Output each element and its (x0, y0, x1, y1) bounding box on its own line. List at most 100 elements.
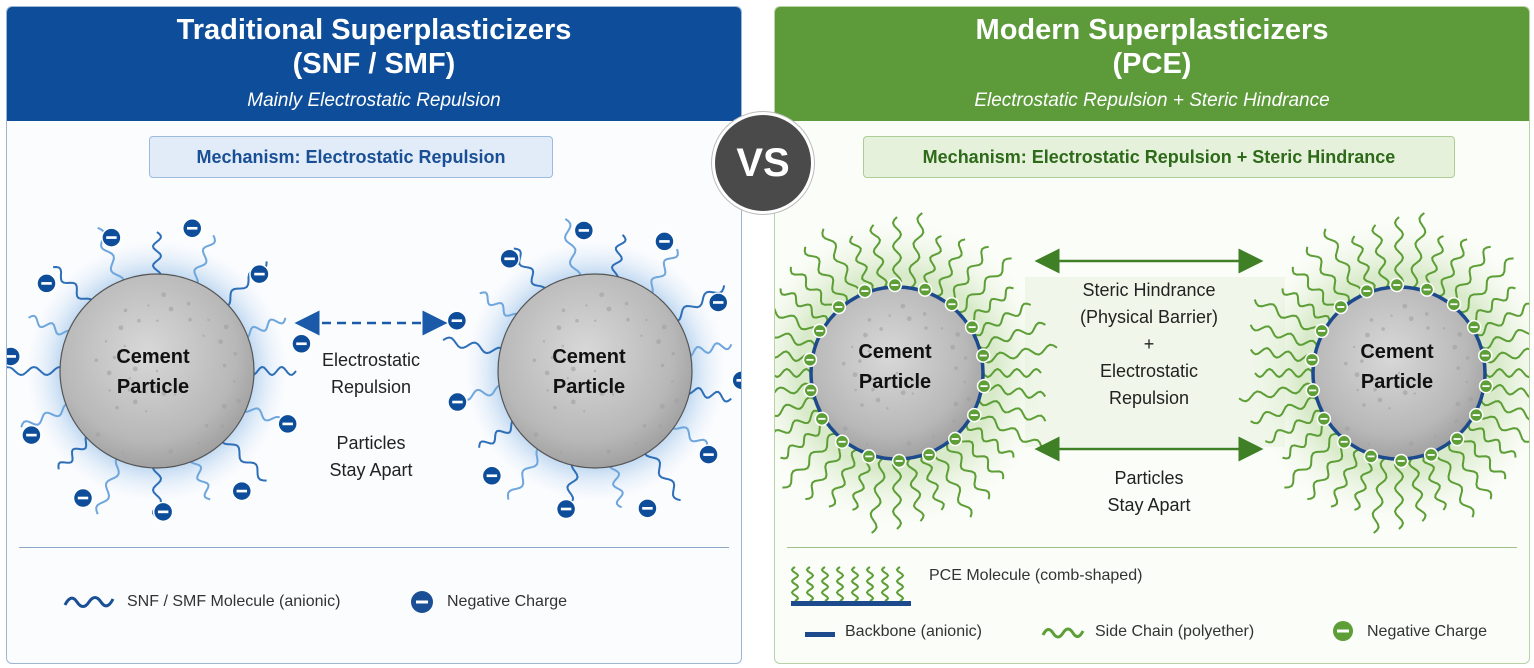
particle-texture (575, 318, 579, 323)
side-chain (982, 367, 1042, 379)
snf-molecule-chain (683, 386, 732, 403)
particle-texture (546, 389, 549, 392)
particle-texture (940, 327, 944, 330)
particle-texture (156, 319, 159, 322)
side-chain (1249, 347, 1315, 363)
cement-word: Cement (116, 346, 190, 368)
side-chain (891, 458, 903, 530)
negative-charge-icon (976, 378, 992, 394)
particle-texture (953, 401, 959, 407)
side-chain (1291, 266, 1340, 313)
negative-charge-icon (1393, 453, 1409, 469)
side-chain (920, 454, 945, 511)
particle-texture (1344, 426, 1350, 432)
particle-texture (1343, 361, 1348, 366)
particles-stay-apart-label: Particles Stay Apart (291, 430, 451, 484)
particle-texture (911, 392, 914, 395)
particle-texture (645, 318, 648, 322)
negative-charge-icon (1314, 323, 1329, 339)
negative-charge-icon (857, 283, 873, 299)
negative-charge-icon (637, 498, 658, 519)
snf-molecule-chain (608, 459, 624, 509)
side-chain (1437, 238, 1468, 298)
particle-texture (671, 380, 674, 383)
side-chain (869, 224, 888, 289)
legend-pce-molecule: PCE Molecule (comb-shaped) (929, 567, 1143, 584)
side-chain (891, 216, 903, 288)
side-chain (895, 566, 905, 602)
particle-texture (1413, 392, 1416, 395)
particle-texture (561, 344, 564, 348)
particle-texture (104, 340, 108, 343)
side-chain (1475, 302, 1529, 337)
negative-charge-icon (277, 413, 298, 435)
particle-texture (1424, 312, 1429, 316)
particle-texture (867, 318, 872, 322)
side-chain (780, 421, 828, 460)
side-chain (1449, 245, 1491, 305)
negative-charge-icon (654, 231, 675, 252)
particle-texture (895, 371, 899, 375)
modern-header: Modern Superplasticizers (PCE) Electrost… (775, 7, 1529, 121)
side-chain (1484, 367, 1529, 379)
particle-texture (123, 308, 128, 313)
side-chain (945, 442, 991, 500)
snf-molecule-chain (151, 231, 163, 281)
particle-texture (1377, 397, 1383, 403)
particle-texture (553, 405, 557, 410)
particle-texture (1457, 332, 1463, 337)
cement-particle-label-left-b: Cement Particle (529, 342, 649, 402)
negative-charge-icon (1316, 411, 1332, 427)
side-chain (978, 321, 1046, 350)
particle-texture (1397, 371, 1401, 375)
side-chain (803, 246, 849, 304)
side-chain (923, 235, 942, 293)
particle-texture (858, 359, 862, 363)
side-chain (865, 566, 875, 602)
side-chain (935, 238, 966, 298)
cement-word: Cement (552, 346, 626, 368)
particle-texture (593, 369, 597, 373)
legend-side-chain: Side Chain (polyether) (1095, 623, 1255, 640)
particle-texture (127, 388, 132, 392)
particle-texture (1465, 380, 1469, 384)
side-chain (1447, 442, 1493, 500)
particle-texture (566, 376, 569, 380)
particle-word: Particle (1360, 371, 1434, 393)
side-chain (828, 448, 859, 508)
traditional-panel: Traditional Superplasticizers (SNF / SMF… (6, 6, 742, 664)
side-chain (849, 235, 874, 292)
legend-snf-molecule: SNF / SMF Molecule (anionic) (127, 593, 341, 610)
particle-texture (218, 339, 224, 345)
particle-texture (559, 451, 562, 454)
particle-texture (674, 398, 680, 404)
negative-charge-icon (447, 391, 468, 413)
particle-texture (121, 451, 124, 454)
side-chain (1422, 454, 1447, 511)
label-line: Particles (336, 433, 406, 453)
negative-charge-icon (802, 352, 818, 368)
side-chain (1393, 458, 1405, 530)
particle-texture (204, 424, 209, 428)
snf-molecule-chain (7, 365, 67, 377)
particle-texture (1360, 359, 1364, 363)
negative-charge-icon (1359, 283, 1375, 299)
cement-particle-label-right-a: Cement Particle (835, 337, 955, 397)
snf-molecule-chain (513, 247, 547, 296)
particle-texture (932, 435, 935, 438)
particle-texture (852, 372, 858, 378)
particle-texture (1402, 390, 1408, 396)
negative-charge-icon (1336, 434, 1352, 450)
snf-molecule-chain (95, 454, 123, 515)
particle-texture (1468, 396, 1474, 402)
side-chain (933, 449, 973, 518)
negative-charge-icon (7, 346, 21, 367)
particle-word: Particle (858, 371, 932, 393)
particle-word: Particle (552, 376, 626, 398)
particle-texture (1396, 384, 1401, 389)
negative-charge-icon (1469, 407, 1484, 423)
particle-texture (1365, 332, 1370, 338)
particle-texture (900, 303, 906, 309)
snf-molecule-chain (247, 365, 297, 377)
negative-charge-icon (555, 498, 577, 520)
